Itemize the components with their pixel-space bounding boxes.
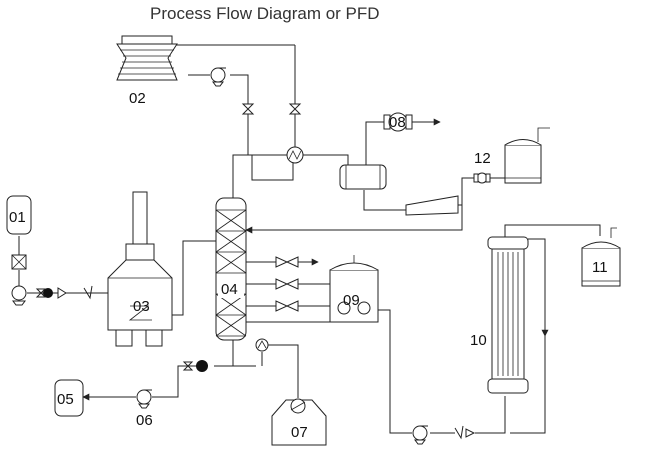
label-03: 03 [133,298,150,315]
distillation-column-04 [215,197,247,341]
label-11: 11 [592,259,608,276]
pump-06 [136,389,152,409]
label-04: 04 [221,281,238,298]
storage-tank-11 [581,241,621,287]
label-12: 12 [474,150,491,167]
cooling-tower-02 [116,35,178,81]
reflux-drum-icon [339,164,387,190]
feed-pump-icon [11,285,93,306]
compressor-icon [405,195,459,216]
label-bg-04 [218,280,244,298]
pump-icon [210,67,226,87]
storage-tank-12 [504,137,542,184]
label-07: 07 [291,424,308,441]
reboiler-07 [271,398,327,446]
bottoms-valve-icon [182,338,269,372]
label-bg-10 [468,330,490,348]
drum-05 [54,379,84,417]
label-02: 02 [129,90,146,107]
heat-exchanger-10 [487,236,529,394]
valve-icon [241,103,302,115]
fired-heater-03 [107,191,173,347]
side-draw-valves [275,256,299,312]
label-08: 08 [389,114,406,131]
label-05: 05 [57,391,74,408]
instrument-08 [383,112,413,132]
vessel-01 [6,195,32,270]
condenser-icon [286,146,304,164]
reactor-09 [329,255,379,323]
label-09: 09 [343,292,360,309]
label-01: 01 [9,209,26,226]
label-10: 10 [470,332,487,349]
label-06: 06 [136,412,153,429]
pump-check-valve-icon [412,425,476,445]
valve-icon-12 [473,172,491,184]
diagram-title: Process Flow Diagram or PFD [150,4,380,23]
